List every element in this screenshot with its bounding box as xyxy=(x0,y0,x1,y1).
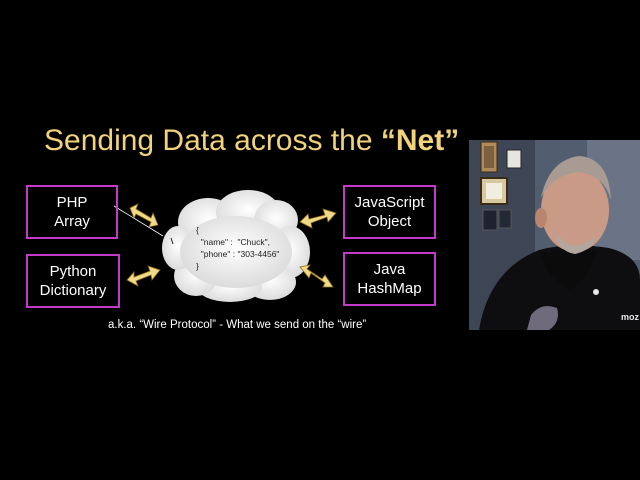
json-line: { xyxy=(196,225,199,235)
title-net: “Net” xyxy=(380,124,460,157)
frame-5 xyxy=(498,209,512,229)
caption: a.k.a. “Wire Protocol” - What we send on… xyxy=(108,319,367,331)
box-php-line2: Array xyxy=(54,213,90,230)
frame-4 xyxy=(482,209,498,231)
json-line: "phone" : "303-4456" xyxy=(196,249,280,259)
box-php-line1: PHP xyxy=(56,194,88,211)
box-php-array: PHP Array xyxy=(26,185,118,239)
json-line: "name" : "Chuck", xyxy=(196,237,270,247)
json-line: } xyxy=(196,261,199,271)
arrow-php xyxy=(129,203,159,228)
webcam-video: moz xyxy=(469,140,640,330)
arrows xyxy=(126,203,337,288)
box-java-line1: Java xyxy=(373,261,406,278)
arrow-javascript xyxy=(299,208,337,229)
box-java-line2: HashMap xyxy=(357,280,422,297)
cloud-shape xyxy=(162,190,310,302)
frame-2 xyxy=(506,149,522,169)
box-javascript-object: JavaScript Object xyxy=(343,185,436,239)
box-python-line2: Dictionary xyxy=(39,282,107,299)
slide-title: Sending Data across the “Net” xyxy=(44,124,459,158)
pointer-mark xyxy=(170,237,174,245)
shirt-text: moz xyxy=(621,312,640,322)
box-java-hashmap: Java HashMap xyxy=(343,252,436,306)
arrow-python xyxy=(126,265,161,287)
webcam-scene: moz xyxy=(469,140,640,330)
pointer-line xyxy=(113,205,164,237)
box-javascript-line1: JavaScript xyxy=(354,194,425,211)
box-python-line1: Python xyxy=(49,263,97,280)
arrow-java xyxy=(299,264,334,288)
box-python-dictionary: Python Dictionary xyxy=(26,254,120,308)
title-text: Sending Data across the xyxy=(44,124,381,157)
box-javascript-line2: Object xyxy=(367,213,412,230)
cloud-json: { "name" : "Chuck", "phone" : "303-4456"… xyxy=(196,224,279,272)
